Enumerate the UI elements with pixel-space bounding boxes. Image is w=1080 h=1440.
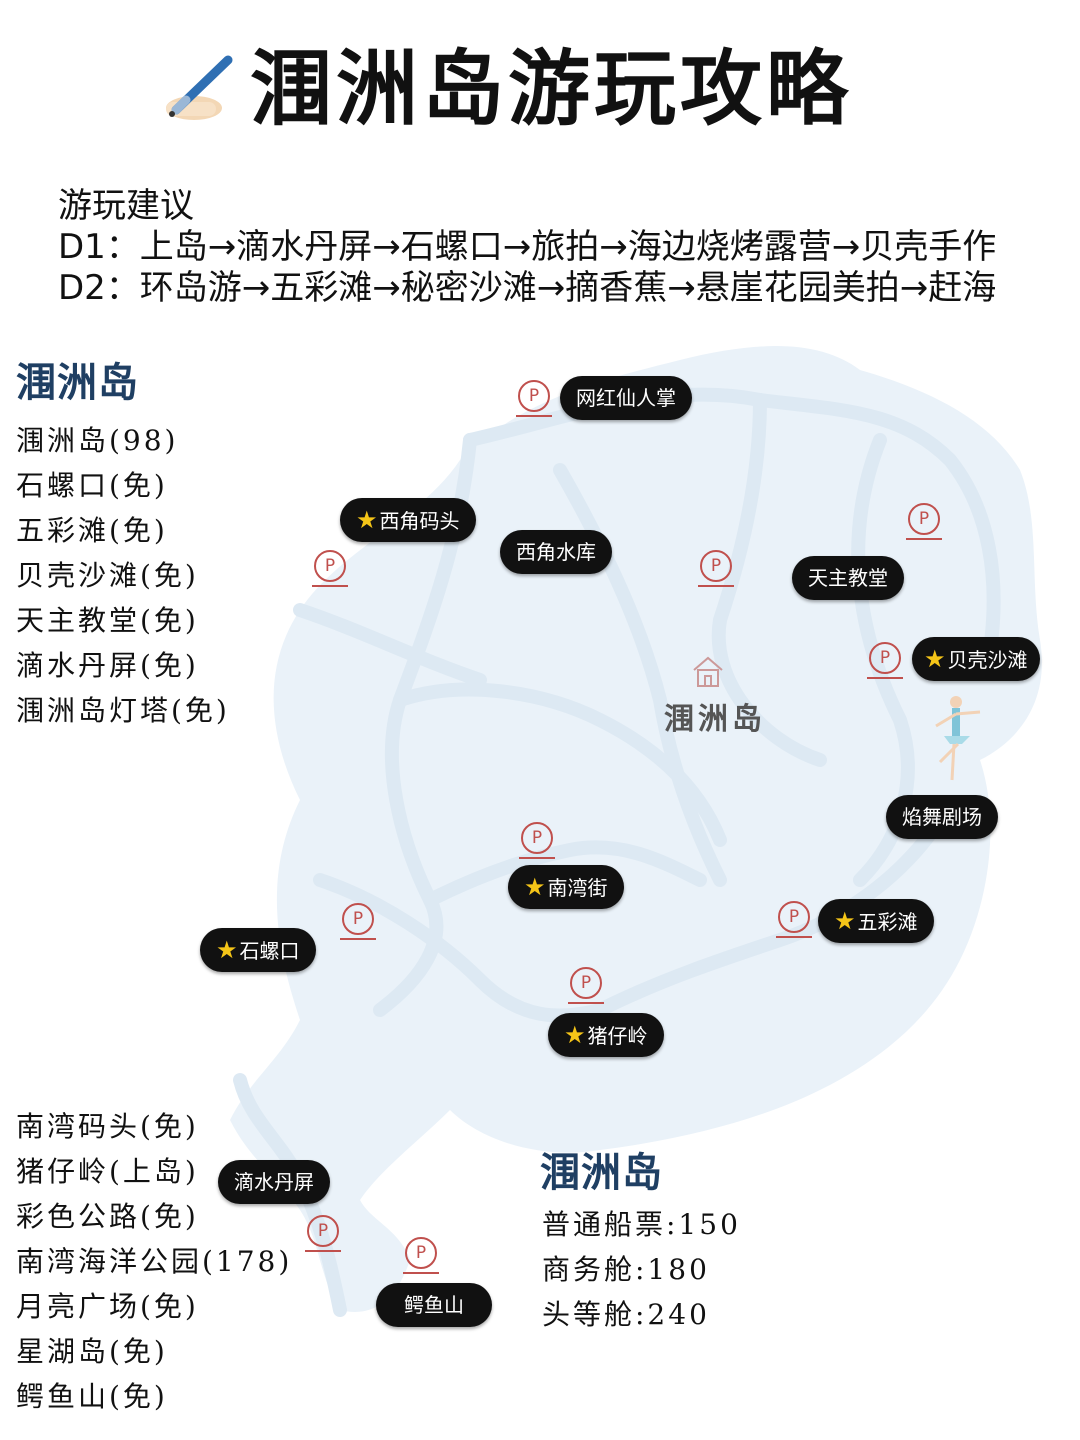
parking-icon: P (340, 903, 376, 940)
ticket-price-list: 普通船票:150 商务舱:180 头等舱:240 (542, 1202, 741, 1337)
advice-day1: D1：上岛→滴水丹屏→石螺口→旅拍→海边烧烤露营→贝壳手作 (58, 227, 997, 267)
advice-heading: 游玩建议 (58, 186, 194, 226)
map-label-dishui-danping[interactable]: 滴水丹屏 (218, 1160, 330, 1204)
list-item: 月亮广场(免) (16, 1290, 199, 1323)
list-item: 猪仔岭(上岛) (16, 1155, 199, 1188)
price-section-title: 涠洲岛 (540, 1149, 663, 1196)
star-icon: ★ (924, 645, 946, 673)
star-icon: ★ (524, 873, 546, 901)
itinerary-advice: 游玩建议 D1：上岛→滴水丹屏→石螺口→旅拍→海边烧烤露营→贝壳手作 D2：环岛… (58, 186, 996, 309)
map-label-xijiao-reservoir[interactable]: 西角水库 (500, 530, 612, 574)
map-label-xijiao-pier[interactable]: ★西角码头 (340, 498, 476, 542)
list-item: 石螺口(免) (16, 469, 168, 502)
bottom-attraction-list: 南湾码头(免) 猪仔岭(上岛) 彩色公路(免) 南湾海洋公园(178) 月亮广场… (16, 1104, 292, 1419)
parking-icon: P (312, 550, 348, 587)
map-label-catholic-church[interactable]: 天主教堂 (792, 556, 904, 600)
list-item: 星湖岛(免) (16, 1335, 168, 1368)
map-label-shell-beach[interactable]: ★贝壳沙滩 (912, 637, 1040, 681)
parking-icon: P (776, 901, 812, 938)
list-item: 涠洲岛(98) (16, 424, 179, 457)
star-icon: ★ (356, 506, 378, 534)
list-item: 鳄鱼山(免) (16, 1380, 168, 1413)
list-item: 天主教堂(免) (16, 604, 199, 637)
list-item: 滴水丹屏(免) (16, 649, 199, 682)
star-icon: ★ (216, 936, 238, 964)
parking-icon: P (516, 380, 552, 417)
pen-writing-icon (166, 55, 233, 120)
parking-icon: P (519, 822, 555, 859)
list-item: 涠洲岛灯塔(免) (16, 694, 230, 727)
list-item: 彩色公路(免) (16, 1200, 199, 1233)
map-label-nanwan-street[interactable]: ★南湾街 (508, 865, 624, 909)
parking-icon: P (867, 642, 903, 679)
parking-icon: P (698, 550, 734, 587)
list-item: 南湾码头(免) (16, 1110, 199, 1143)
map-label-crocodile-hill[interactable]: 鳄鱼山 (376, 1283, 492, 1327)
map-label-colorful-beach[interactable]: ★五彩滩 (818, 899, 934, 943)
map-island-name: 涠洲岛 (664, 702, 766, 737)
star-icon: ★ (564, 1021, 586, 1049)
parking-icon: P (305, 1215, 341, 1252)
dancer-icon (935, 696, 981, 781)
list-item: 南湾海洋公园(178) (16, 1245, 293, 1278)
parking-icon: P (568, 967, 604, 1004)
advice-day2: D2：环岛游→五彩滩→秘密沙滩→摘香蕉→悬崖花园美拍→赶海 (58, 268, 997, 308)
house-icon (693, 656, 723, 687)
left-attraction-list: 涠洲岛(98) 石螺口(免) 五彩滩(免) 贝壳沙滩(免) 天主教堂(免) 滴水… (16, 418, 230, 733)
list-item: 五彩滩(免) (16, 514, 168, 547)
page-header: 涠洲岛游玩攻略 (0, 40, 1080, 140)
map-label-fire-dance-theater[interactable]: 焰舞剧场 (886, 795, 998, 839)
star-icon: ★ (834, 907, 856, 935)
parking-icon: P (403, 1237, 439, 1274)
list-item: 贝壳沙滩(免) (16, 559, 199, 592)
left-section-title: 涠洲岛 (16, 359, 139, 406)
map-label-cactus[interactable]: 网红仙人掌 (560, 376, 692, 420)
price-item: 普通船票:150 (542, 1208, 741, 1241)
parking-icon: P (906, 503, 942, 540)
price-item: 商务舱:180 (542, 1253, 710, 1286)
page-title: 涠洲岛游玩攻略 (250, 42, 853, 137)
map-label-shiluokou[interactable]: ★石螺口 (200, 928, 316, 972)
price-item: 头等舱:240 (542, 1298, 710, 1331)
map-label-zhuzailing[interactable]: ★猪仔岭 (548, 1013, 664, 1057)
